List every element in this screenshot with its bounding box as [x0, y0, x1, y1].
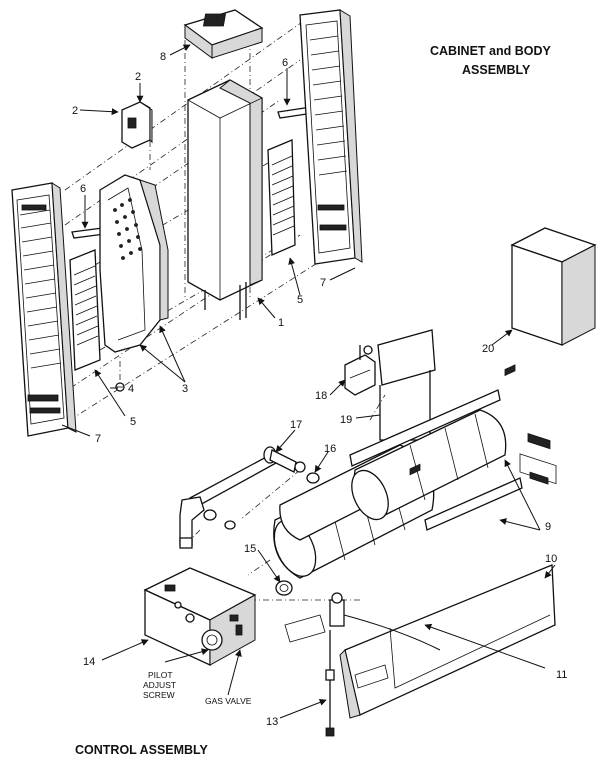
part-number-20: 20: [482, 343, 494, 355]
cabinet-title-line2: ASSEMBLY: [462, 63, 531, 77]
top-vent-cap: [183, 9, 264, 59]
base-pan: [284, 364, 556, 719]
part-number-14: 14: [83, 656, 95, 668]
left-side-panel: [69, 249, 101, 371]
pilot-label-line2: ADJUST: [143, 680, 176, 690]
part-number-6-left: 6: [80, 183, 86, 195]
left-front-panel: [11, 182, 77, 437]
central-body: [187, 79, 263, 320]
top-bracket: [121, 101, 153, 149]
thermostat-housing: [510, 227, 597, 485]
part-number-10: 10: [545, 553, 557, 565]
burner-plate: [99, 174, 169, 353]
part-number-4: 4: [128, 383, 134, 395]
part-number-5-left: 5: [130, 416, 136, 428]
part-number-6-right: 6: [282, 57, 288, 69]
fitting-nut: [224, 472, 320, 530]
part-number-8: 8: [160, 51, 166, 63]
leader-lines: [61, 44, 556, 719]
part-number-13: 13: [266, 716, 278, 728]
gas-valve-body: [143, 567, 257, 667]
part-number-1: 1: [278, 317, 284, 329]
part-number-3: 3: [182, 383, 188, 395]
part-number-7-right: 7: [320, 277, 326, 289]
cabinet-title-line1: CABINET and BODY: [430, 44, 552, 58]
igniter-electrode: [325, 630, 335, 737]
part-number-7-left: 7: [95, 433, 101, 445]
gas-valve-label: GAS VALVE: [205, 696, 252, 706]
right-side-panel: [267, 139, 296, 256]
pilot-label-line3: SCREW: [143, 690, 175, 700]
pilot-label-line1: PILOT: [148, 670, 173, 680]
control-title: CONTROL ASSEMBLY: [75, 743, 209, 757]
part-number-15: 15: [244, 543, 256, 555]
orifice-ring: [275, 580, 293, 596]
pilot-assembly: [344, 345, 376, 396]
part-number-17: 17: [290, 419, 302, 431]
part-number-5-right: 5: [297, 294, 303, 306]
right-rear-panel: [299, 9, 363, 265]
part-number-16: 16: [324, 443, 336, 455]
burner-tubes: [273, 389, 523, 579]
part-number-2-left: 2: [72, 105, 78, 117]
part-number-9: 9: [545, 521, 551, 533]
part-number-18: 18: [315, 390, 327, 402]
part-number-19: 19: [340, 414, 352, 426]
part-number-2-top: 2: [135, 71, 141, 83]
part-number-11: 11: [556, 669, 567, 681]
gas-line-tube: [179, 446, 306, 549]
small-screw: [115, 382, 125, 392]
thermocouple: [329, 592, 441, 651]
